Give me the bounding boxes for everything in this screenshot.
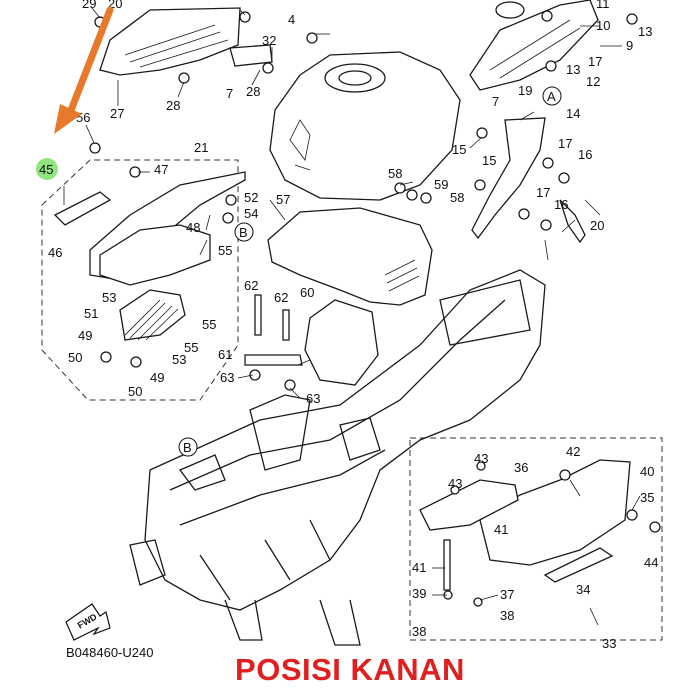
- part-label: 7: [492, 94, 499, 109]
- main-frame: [129, 269, 546, 646]
- part-label: 60: [300, 285, 314, 300]
- callout-letters: A B B: [183, 89, 556, 455]
- battery-box: [304, 299, 379, 386]
- part-label: 59: [434, 177, 448, 192]
- part-label: 53: [172, 352, 186, 367]
- part-label: 40: [640, 464, 654, 479]
- part-label: 43: [448, 476, 462, 491]
- part-label: 38: [500, 608, 514, 623]
- fasteners: [89, 10, 661, 607]
- part-label: 13: [638, 24, 652, 39]
- callout-letter: A: [547, 89, 556, 104]
- part-label: 16: [554, 197, 568, 212]
- part-label: 7: [226, 86, 233, 101]
- part-label: 46: [48, 245, 62, 260]
- part-label: 56: [76, 110, 90, 125]
- part-label: 17: [558, 136, 572, 151]
- part-label: 38: [412, 624, 426, 639]
- part-label: 55: [202, 317, 216, 332]
- part-label: 41: [412, 560, 426, 575]
- side-cover-right-group-box: [409, 437, 663, 641]
- part-label: 62: [274, 290, 288, 305]
- part-label: 11: [596, 0, 610, 11]
- side-emblem-46: [53, 191, 112, 226]
- part-label: 49: [78, 328, 92, 343]
- part-label: 32: [262, 33, 276, 48]
- part-label: 48: [186, 220, 200, 235]
- part-label: 39: [412, 586, 426, 601]
- part-label: 29: [82, 0, 96, 11]
- part-label: 35: [640, 490, 654, 505]
- part-label: 12: [586, 74, 600, 89]
- part-label: 57: [276, 192, 290, 207]
- part-label: 41: [494, 522, 508, 537]
- part-label: 13: [566, 62, 580, 77]
- part-label: 58: [388, 166, 402, 181]
- callout-letter: B: [183, 440, 192, 455]
- part-label: 17: [536, 185, 550, 200]
- part-label: 9: [626, 38, 633, 53]
- callout-markers: [178, 86, 562, 457]
- part-label: 28: [246, 84, 260, 99]
- part-label: 49: [150, 370, 164, 385]
- side-emblem-34: [543, 547, 614, 583]
- fwd-arrow-icon: FWD: [65, 603, 111, 641]
- callout-letter: B: [239, 225, 248, 240]
- part-label: 36: [514, 460, 528, 475]
- part-label: 16: [578, 147, 592, 162]
- side-bracket-36: [419, 479, 519, 531]
- part-label: 28: [166, 98, 180, 113]
- part-label: 52: [244, 190, 258, 205]
- leader-lines: [63, 7, 641, 626]
- part-label: 37: [500, 587, 514, 602]
- part-label: 20: [108, 0, 122, 11]
- highlight-marker: 45: [36, 158, 58, 180]
- part-label: 63: [220, 370, 234, 385]
- part-label: 20: [590, 218, 604, 233]
- part-label: 21: [194, 140, 208, 155]
- part-label: 34: [576, 582, 590, 597]
- part-label: 63: [306, 391, 320, 406]
- part-number-labels: 4 7 7 7 9 10 11 12 13 13 14 15 15 16 16 …: [36, 0, 658, 651]
- side-cowl-right-upper: [471, 117, 546, 240]
- part-label: 14: [566, 106, 580, 121]
- part-label: 4: [288, 12, 295, 27]
- part-label: 50: [68, 350, 82, 365]
- highlighted-part-label: 45: [39, 162, 53, 177]
- part-label: 43: [474, 451, 488, 466]
- tank-cover: [267, 207, 433, 306]
- part-label: 27: [110, 106, 124, 121]
- part-label: 62: [244, 278, 258, 293]
- part-label: 17: [588, 54, 602, 69]
- position-caption: POSISI KANAN: [235, 652, 465, 687]
- side-cover-left-group-box: [41, 159, 239, 401]
- part-label: 15: [482, 153, 496, 168]
- part-label: 53: [102, 290, 116, 305]
- part-label: 54: [244, 206, 258, 221]
- upper-cover-bracket: [229, 44, 273, 67]
- part-label: 44: [644, 555, 658, 570]
- side-cover-right: [479, 459, 631, 566]
- part-label: 33: [602, 636, 616, 651]
- orange-pointer-arrow: [54, 6, 114, 134]
- part-label: 51: [84, 306, 98, 321]
- battery-strap-61: [244, 354, 303, 366]
- part-label: 19: [518, 83, 532, 98]
- side-cover-left-inner: [99, 224, 211, 286]
- fuel-tank: [269, 51, 461, 201]
- part-label: 10: [596, 18, 610, 33]
- catalog-code: B048460-U240: [66, 645, 154, 660]
- upper-cover-panel: [99, 7, 241, 76]
- part-label: 55: [218, 243, 232, 258]
- part-label: 50: [128, 384, 142, 399]
- part-label: 58: [450, 190, 464, 205]
- part-label: 55: [184, 340, 198, 355]
- part-label: 15: [452, 142, 466, 157]
- part-label: 42: [566, 444, 580, 459]
- part-label: 47: [154, 162, 168, 177]
- part-label: 61: [218, 347, 232, 362]
